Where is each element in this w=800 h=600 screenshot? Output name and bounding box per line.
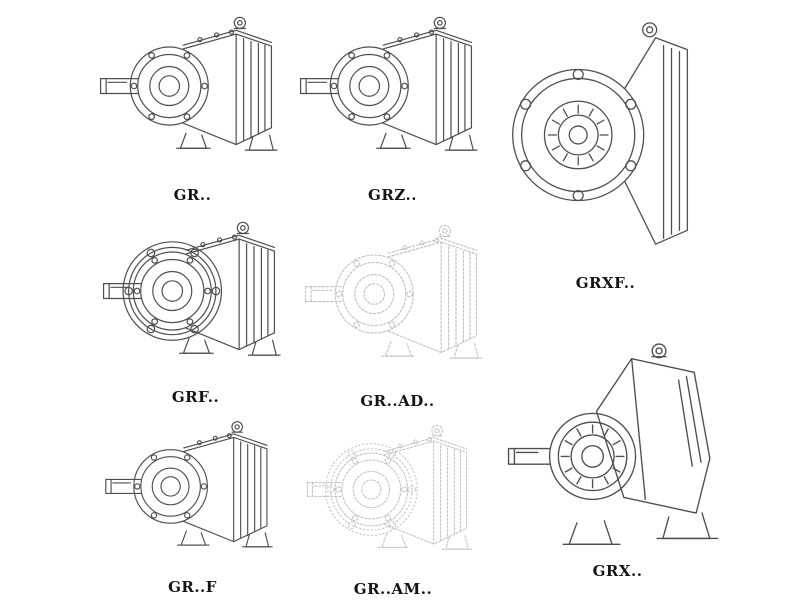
figure-gr-ad: GR..AD.. xyxy=(300,214,495,410)
figure-grxf: GRXF.. xyxy=(498,4,713,292)
helical-gearbox-drawing xyxy=(95,4,290,182)
flange-gearbox-side-drawing xyxy=(98,212,293,384)
figure-label: GR..AM.. xyxy=(353,580,433,598)
figure-grf: GRF.. xyxy=(98,212,293,406)
large-gearbox-drawing xyxy=(500,302,735,558)
helical-gearbox-drawing xyxy=(95,412,290,574)
figure-gr-f: GR..F xyxy=(95,412,290,596)
figure-gr-am: GR..AM.. xyxy=(298,416,488,598)
figure-label: GRZ.. xyxy=(368,186,417,204)
flange-gearbox-faded-drawing xyxy=(298,416,488,576)
helical-gearbox-drawing xyxy=(295,4,490,182)
helical-gearbox-faded-drawing xyxy=(300,214,495,388)
figure-gr: GR.. xyxy=(95,4,290,204)
flange-gearbox-front-drawing xyxy=(498,4,713,270)
figure-grz: GRZ.. xyxy=(295,4,490,204)
figure-label: GRX.. xyxy=(592,562,643,580)
figure-label: GRF.. xyxy=(171,388,220,406)
figure-label: GR.. xyxy=(173,186,212,204)
figure-label: GR..AD.. xyxy=(360,392,435,410)
figure-label: GRXF.. xyxy=(575,274,636,292)
figure-grx: GRX.. xyxy=(500,302,735,580)
figure-label: GR..F xyxy=(168,578,217,596)
